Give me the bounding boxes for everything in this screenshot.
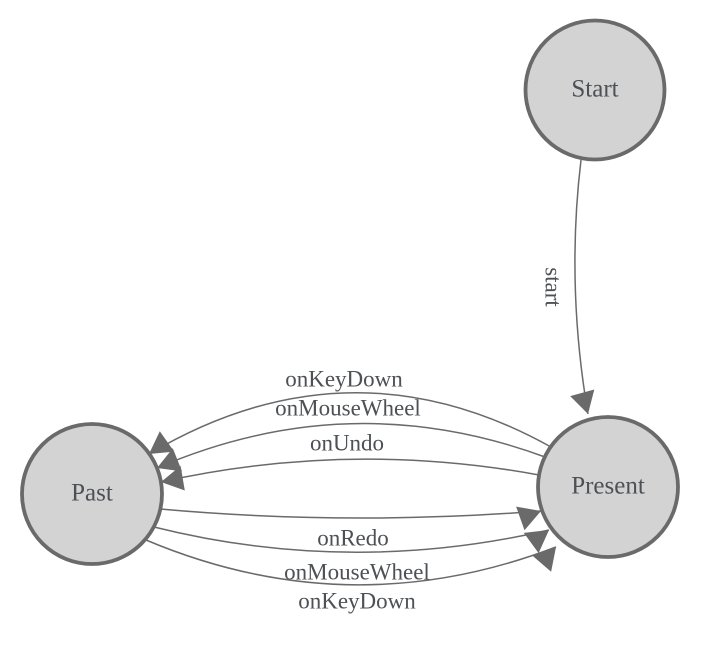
edge-start-to-present	[574, 159, 589, 415]
node-present-circle	[536, 415, 680, 559]
node-label-past: Past	[71, 480, 113, 507]
arrowhead-icon	[523, 530, 549, 554]
edge-onkeydown-present-to-past	[148, 392, 552, 455]
node-start-circle	[523, 18, 667, 162]
node-past-circle	[20, 422, 164, 566]
edge-onundo-present-to-past	[160, 458, 540, 483]
arrowhead-icon	[532, 547, 556, 572]
arrowhead-icon	[516, 506, 541, 531]
arrowhead-icon	[149, 431, 175, 454]
node-label-present: Present	[571, 473, 645, 500]
edge-label-onredo-to-present: onRedo	[317, 526, 389, 551]
arrowhead-icon	[570, 389, 595, 414]
arrowhead-icon	[161, 465, 185, 491]
edge-label-onundo-to-past: onUndo	[310, 431, 384, 456]
edge-label-onmousewheel-to-past: onMouseWheel	[275, 396, 421, 421]
edge-onmousewheel-past-to-present	[153, 526, 550, 554]
arrowhead-icon	[157, 448, 182, 472]
node-label-start: Start	[571, 76, 618, 103]
edge-onredo-past-to-present	[159, 508, 542, 519]
edge-label-onmousewheel-to-present: onMouseWheel	[284, 560, 430, 585]
edge-onmousewheel-present-to-past	[156, 422, 546, 469]
edge-label-start: start	[541, 267, 566, 307]
edge-label-onkeydown-to-present: onKeyDown	[298, 589, 416, 614]
edge-label-onkeydown-to-past: onKeyDown	[285, 367, 403, 392]
edge-onkeydown-past-to-present	[145, 539, 557, 586]
